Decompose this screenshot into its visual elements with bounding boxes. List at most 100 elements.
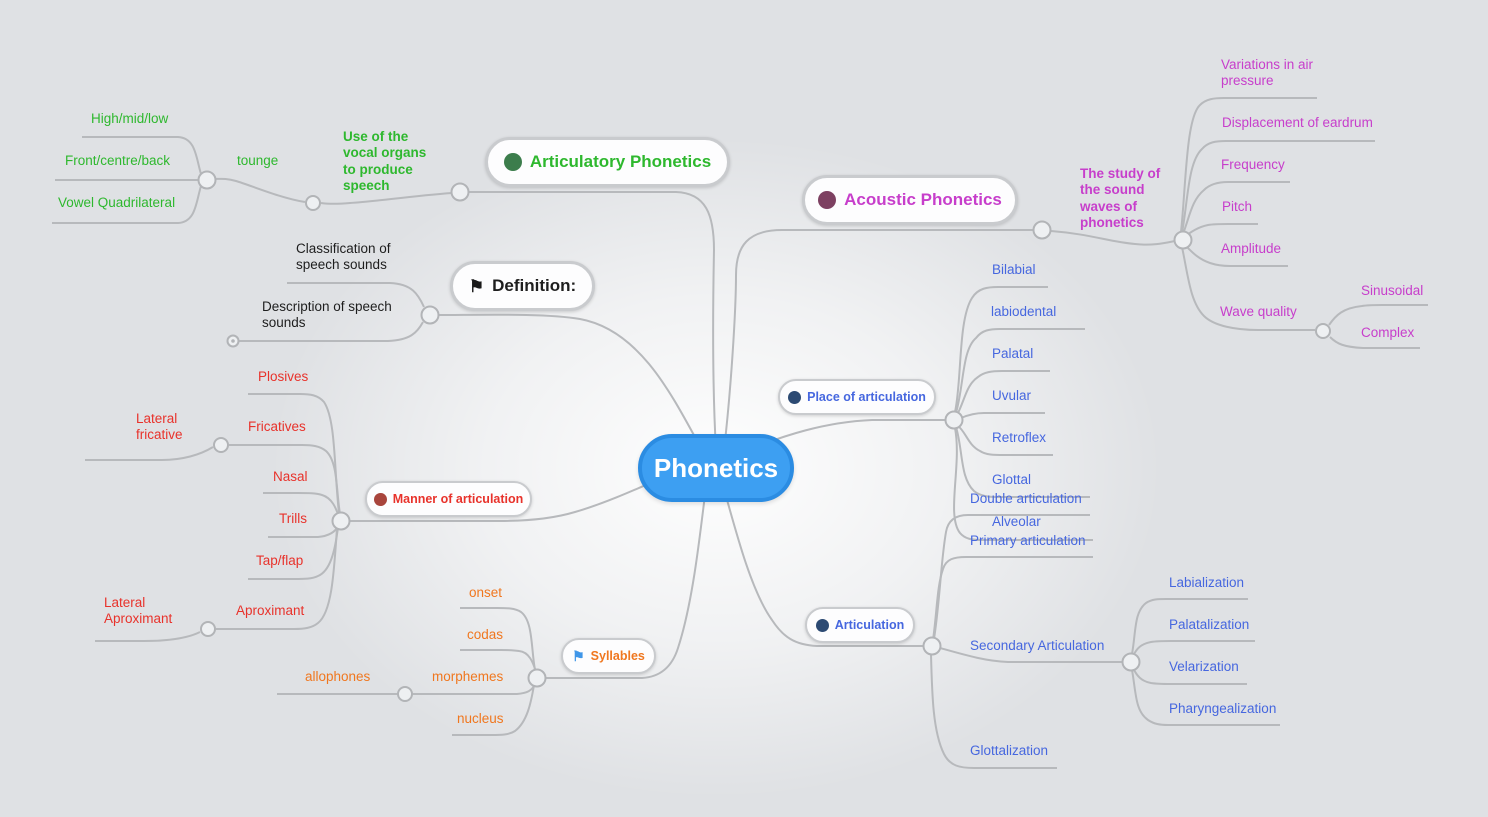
junction xyxy=(213,437,229,453)
node-aproximant[interactable]: Aproximant xyxy=(236,603,305,618)
connector-sinusoidal xyxy=(1328,304,1428,326)
node-tounge[interactable]: tounge xyxy=(237,153,279,168)
node-manner-of-articulation[interactable]: Manner of articulation xyxy=(365,481,532,517)
node-variations-air-pressure[interactable]: Variations in air pressure xyxy=(1221,57,1314,89)
node-nucleus[interactable]: nucleus xyxy=(457,711,504,726)
connector-lateral-fricative xyxy=(85,446,214,461)
node-primary-articulation[interactable]: Primary articulation xyxy=(970,533,1086,548)
node-amplitude[interactable]: Amplitude xyxy=(1221,241,1282,256)
junction xyxy=(527,668,547,688)
connector-frequency xyxy=(1182,181,1290,235)
node-sinusoidal[interactable]: Sinusoidal xyxy=(1361,283,1424,298)
node-articulatory-phonetics[interactable]: Articulatory Phonetics xyxy=(485,137,730,187)
node-front-centre-back[interactable]: Front/centre/back xyxy=(65,153,171,168)
node-wave-quality[interactable]: Wave quality xyxy=(1220,304,1297,319)
node-double-articulation[interactable]: Double articulation xyxy=(970,491,1082,506)
darkred-circle-icon xyxy=(373,492,387,506)
connector-double xyxy=(933,514,1090,640)
connector-retroflex xyxy=(957,425,1053,456)
node-articulation[interactable]: Articulation xyxy=(805,607,915,643)
junction xyxy=(397,686,413,702)
node-plosives[interactable]: Plosives xyxy=(258,369,309,384)
node-place-of-articulation[interactable]: Place of articulation xyxy=(778,379,936,415)
connector-acoustic xyxy=(723,229,1034,451)
node-allophones[interactable]: allophones xyxy=(305,669,371,684)
root-node-phonetics[interactable]: Phonetics xyxy=(638,434,794,502)
navy-circle-icon xyxy=(815,618,829,632)
node-complex[interactable]: Complex xyxy=(1361,325,1415,340)
node-description[interactable]: Description of speech sounds xyxy=(262,299,392,331)
connector-nucleus xyxy=(452,684,535,736)
node-vowel-quadrilateral[interactable]: Vowel Quadrilateral xyxy=(58,195,176,210)
node-velarization[interactable]: Velarization xyxy=(1169,659,1239,674)
node-glottal[interactable]: Glottal xyxy=(992,472,1032,487)
node-secondary-articulation[interactable]: Secondary Articulation xyxy=(970,638,1105,653)
node-classification[interactable]: Classification of speech sounds xyxy=(296,241,391,273)
connector-glottal xyxy=(955,426,1090,498)
connector-labiodental xyxy=(955,328,1085,414)
connector-high xyxy=(82,136,202,175)
node-label: Place of articulation xyxy=(807,390,926,404)
node-onset[interactable]: onset xyxy=(469,585,503,600)
node-label: Manner of articulation xyxy=(392,492,524,506)
node-morphemes[interactable]: morphemes xyxy=(432,669,504,684)
connector-complex xyxy=(1329,336,1420,349)
node-displacement-eardrum[interactable]: Displacement of eardrum xyxy=(1222,115,1373,130)
junction xyxy=(420,305,440,325)
node-glottalization[interactable]: Glottalization xyxy=(970,743,1049,758)
connector-vowel xyxy=(52,185,202,224)
node-palatalization[interactable]: Palatalization xyxy=(1169,617,1250,632)
node-palatal[interactable]: Palatal xyxy=(992,346,1034,361)
connector-velarization xyxy=(1132,667,1247,685)
junction xyxy=(200,621,216,637)
connector-amplitude xyxy=(1183,243,1288,267)
node-label: Articulation xyxy=(834,618,905,632)
node-retroflex[interactable]: Retroflex xyxy=(992,430,1047,445)
node-tap-flap[interactable]: Tap/flap xyxy=(256,553,304,568)
connector-definition xyxy=(436,313,703,451)
node-syllables[interactable]: ⚑ Syllables xyxy=(561,638,656,674)
node-high-mid-low[interactable]: High/mid/low xyxy=(91,111,169,126)
junction xyxy=(1121,652,1141,672)
connector-pharyngealization xyxy=(1131,669,1280,726)
connector-plosives xyxy=(248,393,340,514)
node-frequency[interactable]: Frequency xyxy=(1221,157,1285,172)
node-bilabial[interactable]: Bilabial xyxy=(992,262,1036,277)
node-definition[interactable]: ⚑ Definition: xyxy=(450,261,595,311)
connector-uvular xyxy=(960,412,1045,419)
node-lateral-aproximant[interactable]: Lateral Aproximant xyxy=(104,595,173,627)
junction xyxy=(1173,230,1193,250)
node-trills[interactable]: Trills xyxy=(279,511,307,526)
green-circle-icon xyxy=(503,153,522,171)
node-label: Syllables xyxy=(590,649,645,663)
node-labialization[interactable]: Labialization xyxy=(1169,575,1245,590)
node-uvular[interactable]: Uvular xyxy=(992,388,1032,403)
node-codas[interactable]: codas xyxy=(467,627,504,642)
node-pharyngealization[interactable]: Pharyngealization xyxy=(1169,701,1277,716)
connector-bilabial xyxy=(954,286,1048,413)
node-label: Articulatory Phonetics xyxy=(529,152,712,171)
connector-description xyxy=(239,321,424,342)
connector-displacement xyxy=(1181,140,1375,234)
node-study-of-sound-waves[interactable]: The study of the sound waves of phonetic… xyxy=(1080,166,1161,231)
node-labiodental[interactable]: labiodental xyxy=(991,304,1057,319)
connector-syllables xyxy=(545,477,708,679)
connector-onset xyxy=(460,607,536,671)
node-lateral-fricative[interactable]: Lateral fricative xyxy=(136,411,183,443)
node-alveolar[interactable]: Alveolar xyxy=(992,514,1041,529)
node-acoustic-phonetics[interactable]: Acoustic Phonetics xyxy=(802,175,1018,225)
collapsed-children-dot xyxy=(231,339,235,343)
connector-articulatory xyxy=(466,191,717,451)
junction xyxy=(305,195,321,211)
node-label: Definition: xyxy=(492,276,577,295)
node-nasal[interactable]: Nasal xyxy=(273,469,308,484)
node-pitch[interactable]: Pitch xyxy=(1222,199,1253,214)
plum-circle-icon xyxy=(818,191,837,209)
junction xyxy=(197,170,217,190)
node-fricatives[interactable]: Fricatives xyxy=(248,419,306,434)
node-use-of-vocal-organs[interactable]: Use of the vocal organs to produce speec… xyxy=(343,129,427,194)
connector-study xyxy=(1050,230,1176,246)
junction xyxy=(944,410,964,430)
junction xyxy=(331,511,351,531)
